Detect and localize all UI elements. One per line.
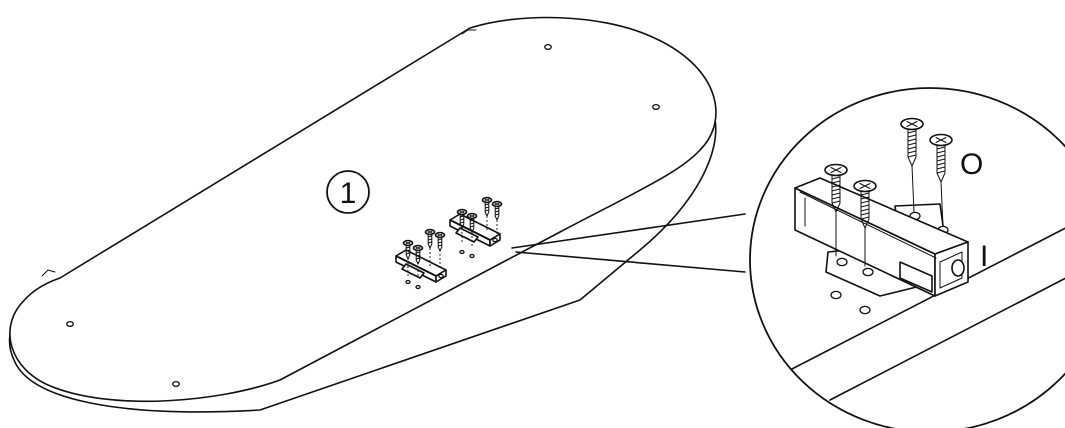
panel-hole [544,43,552,51]
inner-label: I [980,240,988,273]
callout-line-lower [515,251,746,273]
detail-magnifier: O I [749,87,1065,428]
screw-set-left [402,228,446,278]
table-top-panel [8,16,717,413]
panel-hole [66,320,74,328]
latch-holes [405,249,475,290]
step-number-digit: 1 [340,177,357,210]
screw-set-right [456,196,503,248]
callout-line-upper [511,213,746,249]
panel-hole [652,103,660,111]
step-number-badge: 1 [326,170,370,214]
outer-label: O [960,148,983,181]
panel-hole [172,380,180,388]
